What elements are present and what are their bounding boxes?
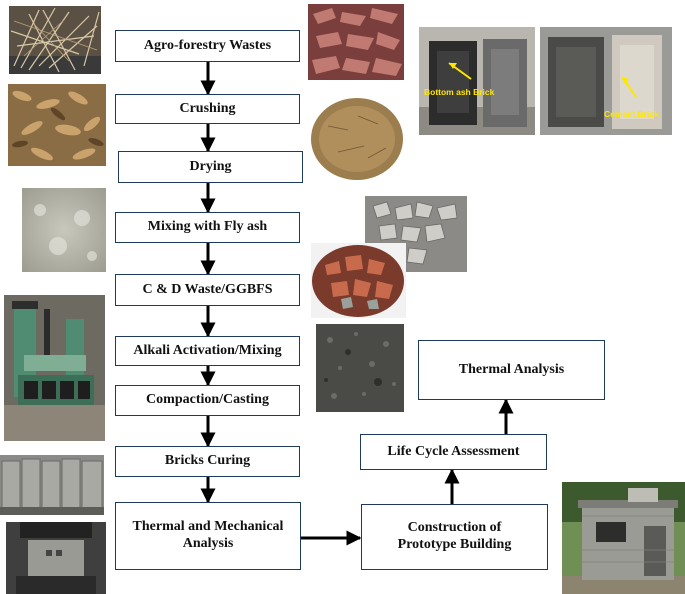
photo-compression-test	[6, 522, 106, 594]
step-construction-prototype: Construction of Prototype Building	[361, 504, 548, 570]
photo-fly-ash	[22, 188, 106, 272]
photo-red-wood-chips	[308, 4, 404, 80]
photo-agro-waste-straw	[9, 6, 101, 74]
step-alkali-activation: Alkali Activation/Mixing	[115, 336, 300, 366]
step-cd-waste-ggbfs: C & D Waste/GGBFS	[115, 274, 300, 306]
photo-cured-bricks	[0, 455, 104, 515]
step-bricks-curing: Bricks Curing	[115, 446, 300, 477]
step-crushing: Crushing	[115, 94, 300, 124]
step-mixing-fly-ash: Mixing with Fly ash	[115, 212, 300, 243]
step-drying: Drying	[118, 151, 303, 183]
step-life-cycle-assessment: Life Cycle Assessment	[360, 434, 547, 470]
step-compaction-casting: Compaction/Casting	[115, 385, 300, 416]
bottom-ash-brick-label: Bottom ash Brick	[424, 87, 495, 97]
photo-prototype-building	[562, 482, 685, 594]
cement-brick-label: Cement Brick	[604, 109, 659, 119]
step-thermal-analysis: Thermal Analysis	[418, 340, 605, 400]
step-agro-forestry-wastes: Agro-forestry Wastes	[115, 30, 300, 62]
photo-wood-chips	[8, 84, 106, 166]
photo-bottom-ash-brick	[419, 27, 535, 135]
photo-alkali-mix	[316, 324, 404, 412]
photo-crushed-powder	[308, 96, 406, 182]
photo-cement-brick	[540, 27, 672, 135]
photo-brick-machine	[4, 295, 105, 441]
photo-red-aggregate	[311, 243, 406, 318]
step-thermal-mechanical-analysis: Thermal and Mechanical Analysis	[115, 502, 301, 570]
